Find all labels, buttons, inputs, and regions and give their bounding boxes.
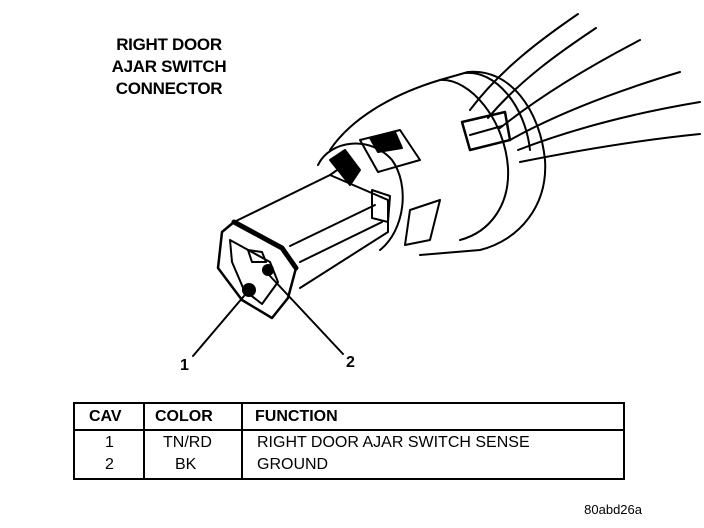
connector-rear-body — [329, 70, 547, 256]
header-color: COLOR — [155, 408, 213, 425]
connector-front-housing — [233, 167, 389, 289]
leader-line-2 — [269, 275, 344, 355]
table-header-row — [75, 404, 623, 431]
connector-collar — [317, 142, 404, 251]
wire-harness — [469, 13, 701, 163]
figure-reference: 80abd26a — [584, 502, 642, 517]
callout-cavity-2: 2 — [346, 354, 355, 371]
header-cav: CAV — [89, 408, 122, 425]
pinout-table: CAV COLOR FUNCTION 1 TN/RD RIGHT DOOR AJ… — [73, 402, 625, 480]
row-1-function: RIGHT DOOR AJAR SWITCH SENSE — [257, 434, 530, 451]
row-1-cav: 1 — [105, 434, 114, 451]
diagram-title: RIGHT DOOR AJAR SWITCH CONNECTOR — [84, 34, 254, 100]
title-line-1: RIGHT DOOR — [116, 35, 222, 54]
connector-face — [216, 219, 299, 320]
title-line-3: CONNECTOR — [115, 79, 223, 98]
row-1-color: TN/RD — [163, 434, 212, 451]
row-2-cav: 2 — [105, 456, 114, 473]
column-divider — [241, 404, 243, 478]
leader-line-1 — [192, 295, 245, 357]
column-divider — [143, 404, 145, 478]
title-line-2: AJAR SWITCH — [111, 57, 227, 76]
header-function: FUNCTION — [255, 408, 338, 425]
row-2-function: GROUND — [257, 456, 329, 473]
row-2-color: BK — [175, 456, 197, 473]
callout-cavity-1: 1 — [180, 357, 189, 374]
connector-illustration — [192, 13, 701, 357]
